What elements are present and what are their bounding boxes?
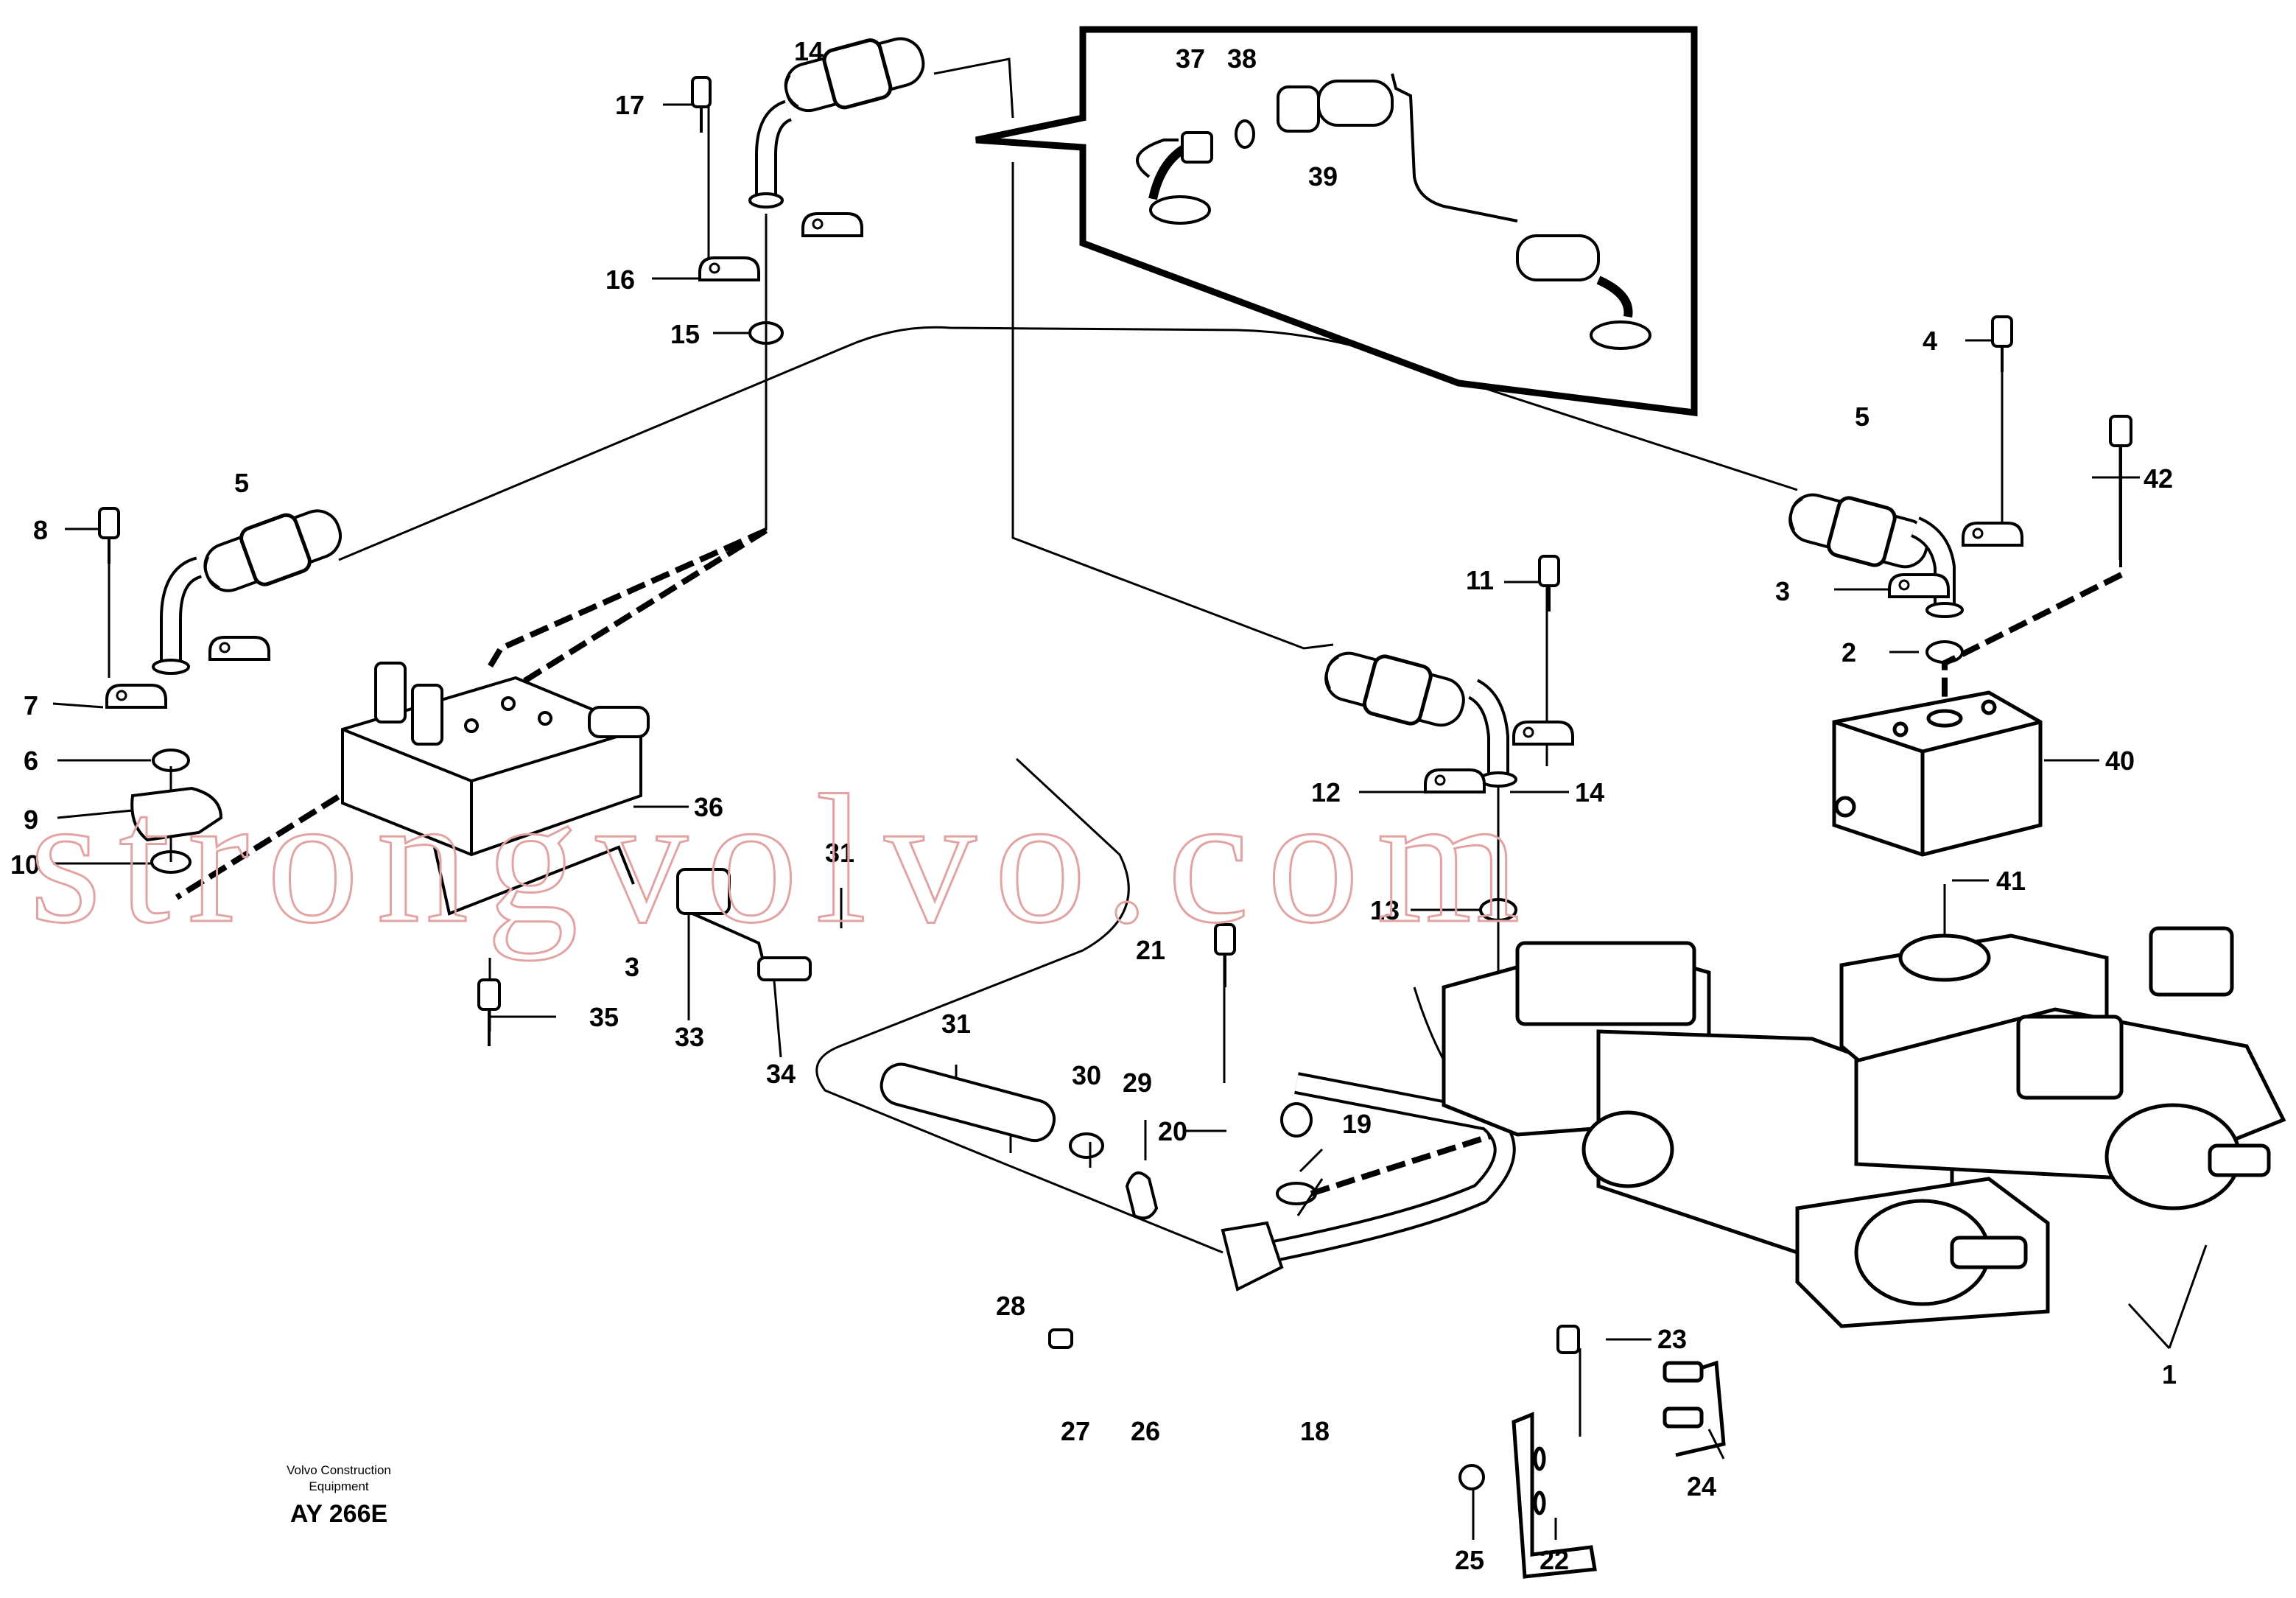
callout-12: 12	[1311, 777, 1341, 807]
callout-10: 10	[10, 849, 40, 880]
callout-23: 23	[1657, 1324, 1687, 1354]
callout-2: 2	[1842, 637, 1856, 667]
callout-11: 11	[1466, 565, 1494, 595]
callout-42: 42	[2144, 463, 2173, 494]
callout-14-top: 14	[794, 36, 824, 66]
callout-22: 22	[1540, 1545, 1569, 1575]
callout-numbers: 14 17 16 15 37 38 39 4 5 42 8 5 3 2 7 6 …	[10, 36, 2177, 1575]
valve-block-36	[341, 662, 812, 981]
callout-3-right: 3	[1775, 576, 1790, 606]
callout-34: 34	[766, 1059, 796, 1089]
small-hardware	[98, 76, 2132, 1490]
callout-31-top: 31	[825, 838, 854, 868]
callout-41: 41	[1996, 866, 2026, 896]
credit-line-2: Equipment	[309, 1479, 369, 1493]
callout-4: 4	[1923, 326, 1937, 356]
callout-7: 7	[24, 690, 38, 721]
callout-39: 39	[1308, 161, 1338, 192]
hose-and-pipe-parts	[105, 28, 2023, 1292]
callout-20: 20	[1158, 1116, 1187, 1146]
pump-assembly-1	[1442, 926, 2286, 1328]
callout-5-left: 5	[234, 468, 249, 498]
callout-15: 15	[670, 319, 700, 349]
bracket-22-24	[1512, 1360, 1726, 1579]
callout-37: 37	[1176, 43, 1205, 74]
callout-28: 28	[996, 1291, 1025, 1321]
callout-33: 33	[675, 1022, 704, 1052]
callout-14-mid: 14	[1575, 777, 1604, 807]
callout-3-left: 3	[625, 952, 639, 982]
callout-27: 27	[1061, 1416, 1090, 1446]
callout-24: 24	[1687, 1471, 1716, 1501]
callout-31-bottom: 31	[941, 1009, 971, 1039]
callout-35: 35	[589, 1002, 619, 1032]
callout-29: 29	[1123, 1068, 1152, 1098]
callout-40: 40	[2105, 746, 2135, 776]
callout-36: 36	[694, 792, 723, 822]
detail-inset	[975, 26, 1698, 417]
callout-16: 16	[605, 264, 635, 295]
callout-1: 1	[2162, 1359, 2177, 1390]
callout-38: 38	[1227, 43, 1257, 74]
callout-18: 18	[1300, 1416, 1330, 1446]
callout-19: 19	[1342, 1109, 1372, 1139]
callout-5-right: 5	[1855, 402, 1870, 432]
callout-9: 9	[24, 805, 38, 835]
callout-17: 17	[615, 90, 645, 120]
callout-8: 8	[33, 515, 48, 545]
block-40	[1832, 690, 2043, 857]
callout-26: 26	[1131, 1416, 1160, 1446]
drawing-code: AY 266E	[289, 1500, 388, 1528]
callout-6: 6	[24, 746, 38, 776]
callout-21: 21	[1136, 935, 1165, 965]
callout-25: 25	[1455, 1545, 1484, 1575]
callout-30: 30	[1072, 1060, 1101, 1090]
callout-13: 13	[1370, 895, 1400, 925]
credit-line-1: Volvo Construction	[287, 1463, 391, 1477]
